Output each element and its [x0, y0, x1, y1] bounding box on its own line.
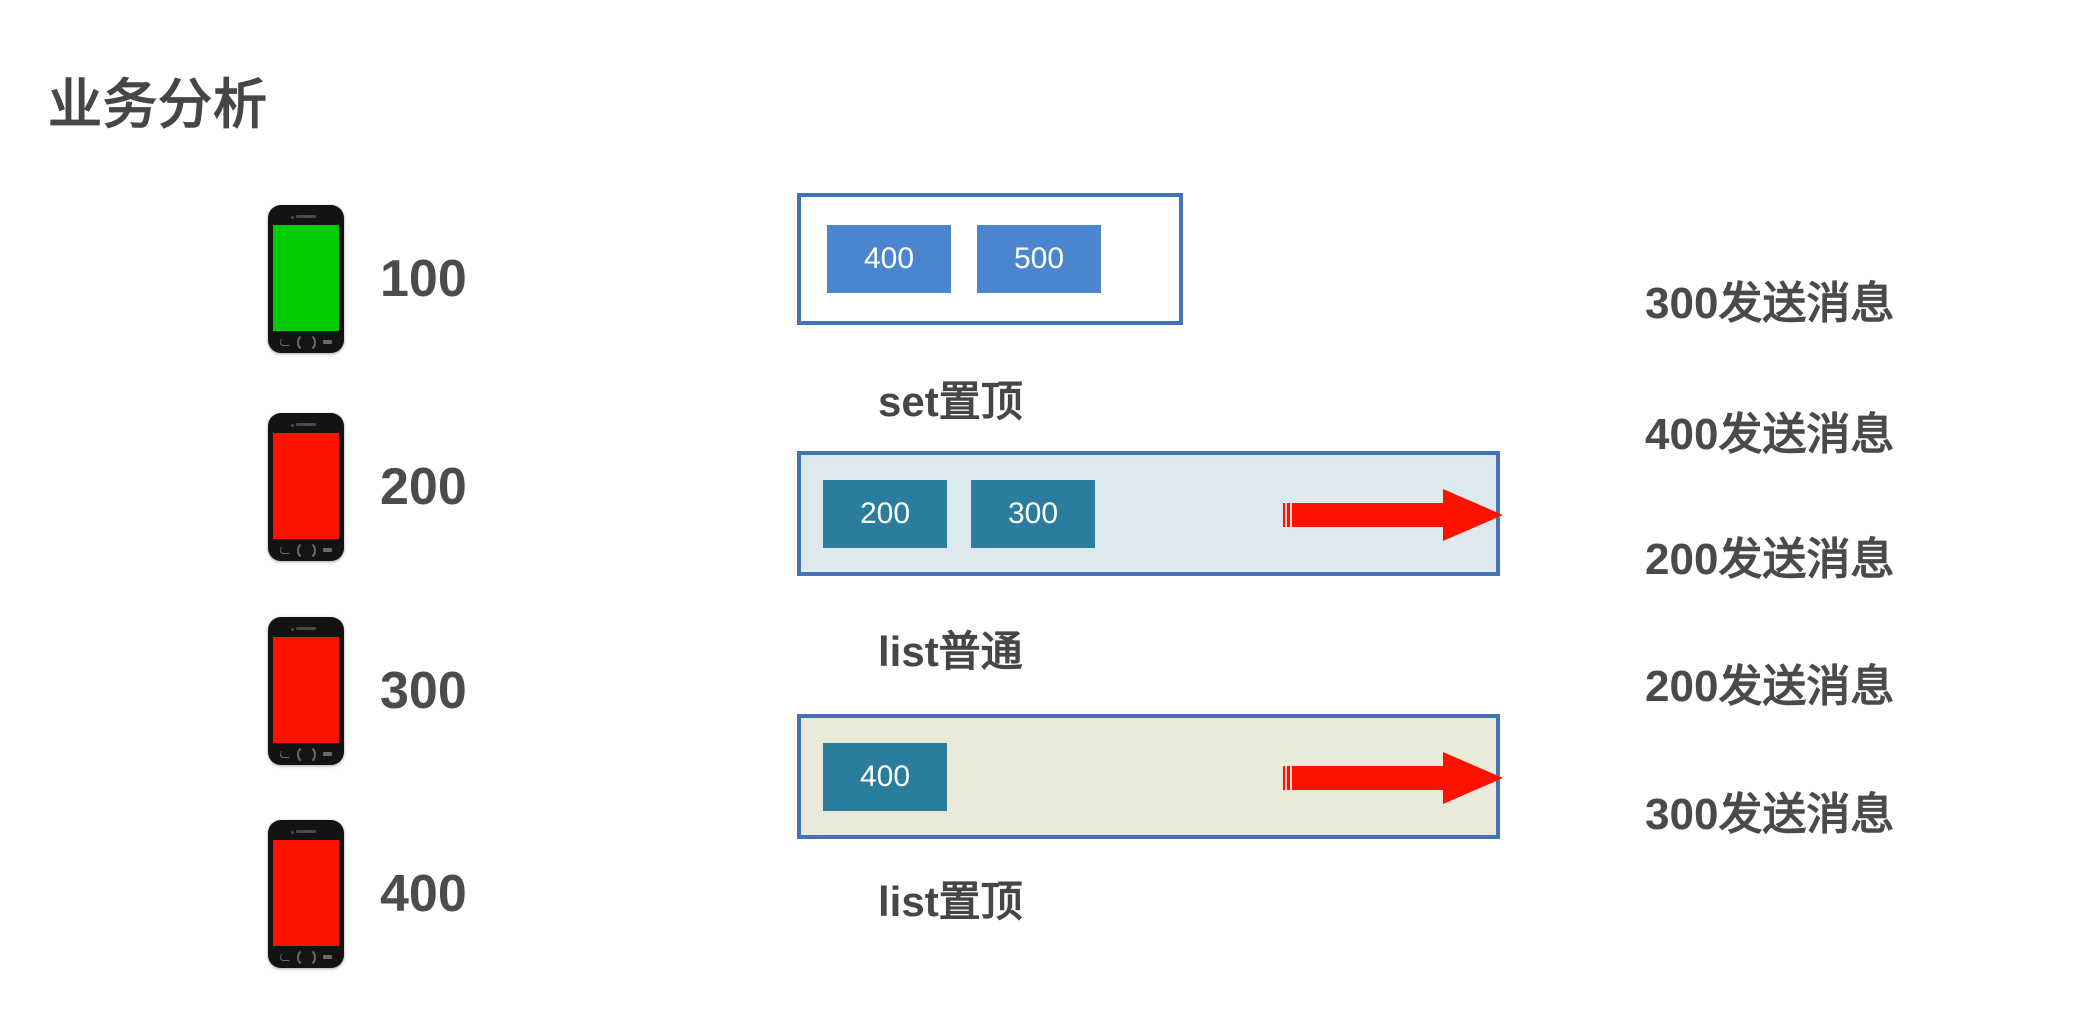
- list-top-container: 400: [797, 714, 1500, 839]
- phone-screen: [273, 225, 339, 331]
- back-icon: [279, 750, 292, 758]
- phone-device-300: [268, 617, 344, 765]
- phone-navbar: [268, 744, 344, 764]
- home-icon: [296, 947, 316, 967]
- earpiece-icon: [296, 830, 316, 833]
- earpiece-icon: [296, 627, 316, 630]
- list-node[interactable]: 300: [971, 479, 1095, 548]
- message-entry-1: 400发送消息: [1645, 410, 1895, 459]
- message-entry-3: 200发送消息: [1645, 662, 1895, 711]
- phone-device-400: [268, 820, 344, 968]
- set-top-container: 400 500: [797, 193, 1183, 325]
- phone-label: 100: [380, 250, 467, 308]
- earpiece-icon: [296, 215, 316, 218]
- phone-screen: [273, 637, 339, 743]
- recent-apps-icon: [322, 752, 332, 756]
- earpiece-icon: [296, 423, 316, 426]
- set-node[interactable]: 400: [827, 225, 951, 293]
- camera-icon: [291, 216, 294, 219]
- list-node[interactable]: 400: [823, 742, 947, 811]
- home-icon: [296, 744, 316, 764]
- phone-row-1: 200: [268, 413, 467, 561]
- phone-navbar: [268, 540, 344, 560]
- phone-navbar: [268, 947, 344, 967]
- phone-screen: [273, 433, 339, 539]
- camera-icon: [291, 424, 294, 427]
- list-top-label: list置顶: [878, 878, 1023, 925]
- phone-row-0: 100: [268, 205, 467, 353]
- back-icon: [279, 338, 292, 346]
- set-top-label: set置顶: [878, 378, 1023, 425]
- phone-device-100: [268, 205, 344, 353]
- back-icon: [279, 546, 292, 554]
- message-entry-0: 300发送消息: [1645, 279, 1895, 328]
- phone-label: 200: [380, 458, 467, 516]
- message-entry-2: 200发送消息: [1645, 535, 1895, 584]
- page-title: 业务分析: [48, 75, 268, 135]
- phone-navbar: [268, 332, 344, 352]
- recent-apps-icon: [322, 548, 332, 552]
- camera-icon: [291, 831, 294, 834]
- phone-row-2: 300: [268, 617, 467, 765]
- list-normal-container: 200 300: [797, 451, 1500, 576]
- home-icon: [296, 332, 316, 352]
- phone-row-3: 400: [268, 820, 467, 968]
- back-icon: [279, 953, 292, 961]
- phone-label: 400: [380, 865, 467, 923]
- phone-screen: [273, 840, 339, 946]
- message-entry-4: 300发送消息: [1645, 790, 1895, 839]
- phone-device-200: [268, 413, 344, 561]
- list-node[interactable]: 200: [823, 479, 947, 548]
- recent-apps-icon: [322, 955, 332, 959]
- phone-label: 300: [380, 662, 467, 720]
- recent-apps-icon: [322, 340, 332, 344]
- list-normal-label: list普通: [878, 628, 1023, 675]
- home-icon: [296, 540, 316, 560]
- camera-icon: [291, 628, 294, 631]
- set-node[interactable]: 500: [977, 225, 1101, 293]
